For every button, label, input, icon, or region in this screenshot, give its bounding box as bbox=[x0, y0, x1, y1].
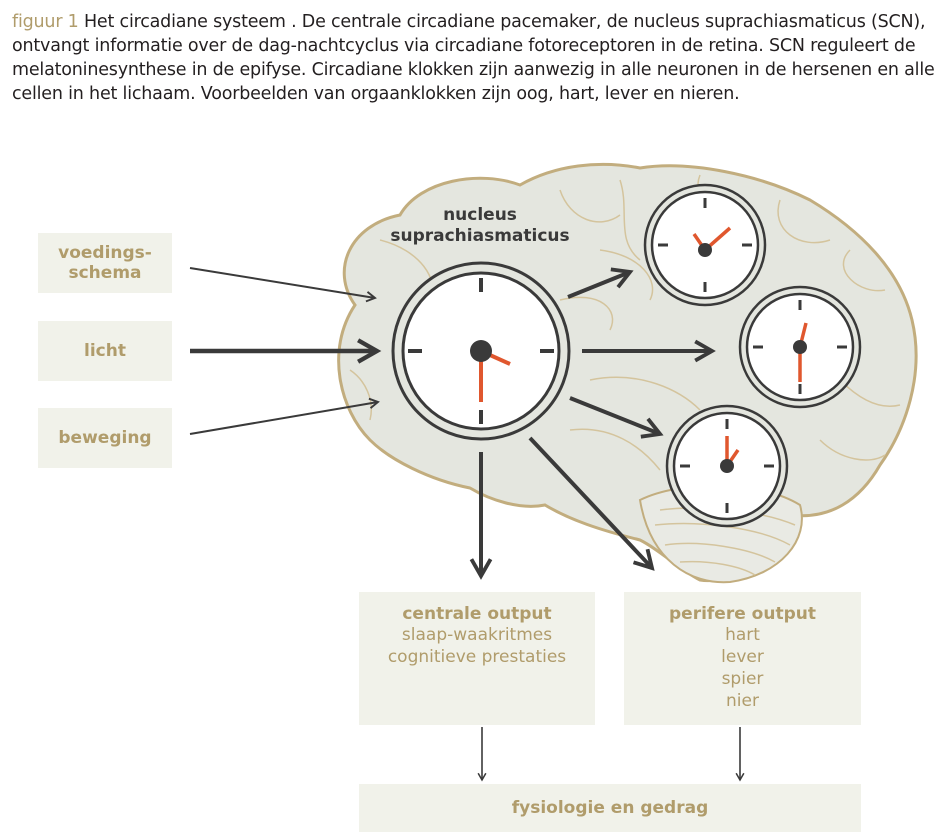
central-output-item: slaap-waakritmes bbox=[401, 625, 553, 645]
central-output-title: centrale output bbox=[402, 604, 552, 624]
peripheral-output-item: nier bbox=[726, 691, 759, 711]
scn-clock-icon bbox=[391, 261, 571, 441]
figure-caption: figuur 1 Het circadiane systeem . De cen… bbox=[12, 10, 940, 106]
final-output-box: fysiologie en gedrag bbox=[359, 784, 861, 832]
input-feeding-box: voedings- schema bbox=[38, 233, 172, 293]
arrow-scn-clock3 bbox=[569, 396, 664, 439]
scn-label: nucleus suprachiasmaticus bbox=[390, 205, 570, 246]
central-output-box: centrale output slaap-waakritmes cogniti… bbox=[359, 592, 595, 725]
arrow-scn-clock1 bbox=[567, 267, 634, 299]
input-movement-label: beweging bbox=[58, 428, 152, 448]
brain-folds bbox=[349, 174, 901, 576]
input-movement-box: beweging bbox=[38, 408, 172, 468]
central-output-item: cognitieve prestaties bbox=[387, 647, 567, 667]
input-feeding-label: voedings- schema bbox=[58, 243, 152, 283]
peripheral-output-item: hart bbox=[725, 625, 760, 645]
final-output-label: fysiologie en gedrag bbox=[511, 798, 709, 818]
arrow-scn-peripheral bbox=[528, 436, 655, 571]
clock-icon-2 bbox=[738, 285, 862, 409]
peripheral-output-title: perifere output bbox=[669, 604, 816, 624]
arrow-feeding bbox=[189, 267, 377, 303]
peripheral-output-box: perifere output hart lever spier nier bbox=[624, 592, 861, 725]
input-light-box: licht bbox=[38, 321, 172, 381]
clock-icon-1 bbox=[643, 183, 767, 307]
figure-label: figuur 1 bbox=[12, 12, 79, 32]
caption-text: Het circadiane systeem . De centrale cir… bbox=[12, 12, 935, 104]
peripheral-output-item: spier bbox=[721, 669, 764, 689]
arrow-movement bbox=[189, 397, 380, 435]
input-light-label: licht bbox=[84, 341, 126, 361]
peripheral-output-item: lever bbox=[721, 647, 764, 667]
clock-icon-3 bbox=[665, 404, 789, 528]
